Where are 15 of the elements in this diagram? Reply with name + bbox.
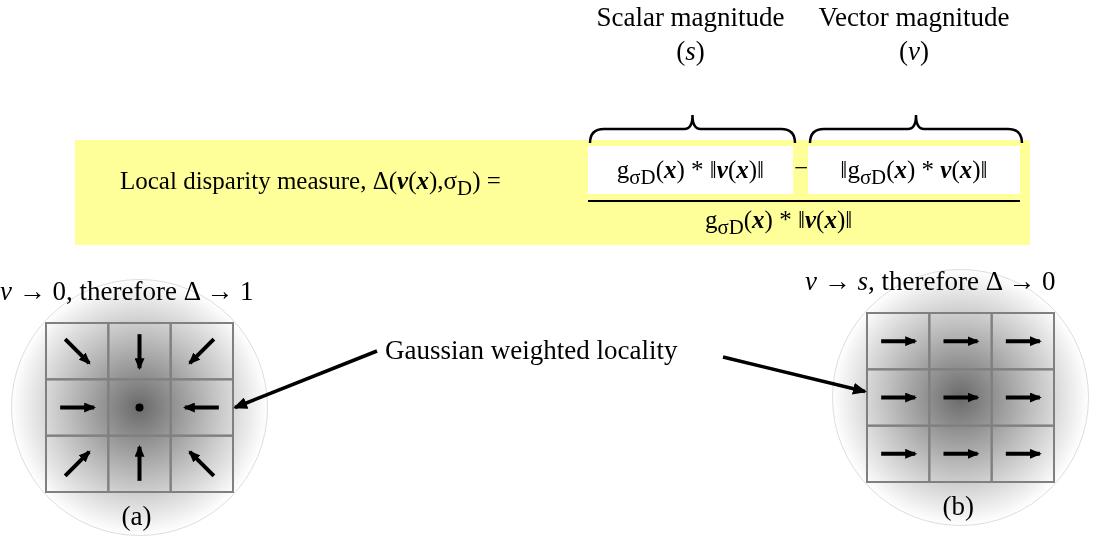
denominator-text: g$_{σD}$(x) * ‖v(x)‖ (705, 206, 853, 240)
panel-label: (b) (942, 491, 974, 522)
brace-label: Vector magnitude (v) (817, 1, 1011, 68)
panel-label: (a) (121, 501, 152, 532)
formula-text: Local disparity measure, Δ(v(x),σ$_{D}$) = (120, 167, 501, 201)
annotation-text: Gaussian weighted locality (385, 335, 725, 375)
condition-label: v → 0, therefore Δ → 1 (0, 276, 254, 307)
minus-sign: − (794, 154, 809, 182)
condition-label: v → s, therefore Δ → 0 (805, 266, 1056, 297)
formula-term: g$_{σD}$(x) * ‖v(x)‖ (588, 146, 793, 194)
brace-label: Scalar magnitude (s) (595, 1, 786, 68)
leader-arrow (722, 355, 867, 395)
formula-term: ‖g$_{σD}$(x) *v(x)‖ (808, 146, 1020, 194)
leader-arrow (233, 349, 378, 410)
formula-band (75, 140, 1030, 245)
